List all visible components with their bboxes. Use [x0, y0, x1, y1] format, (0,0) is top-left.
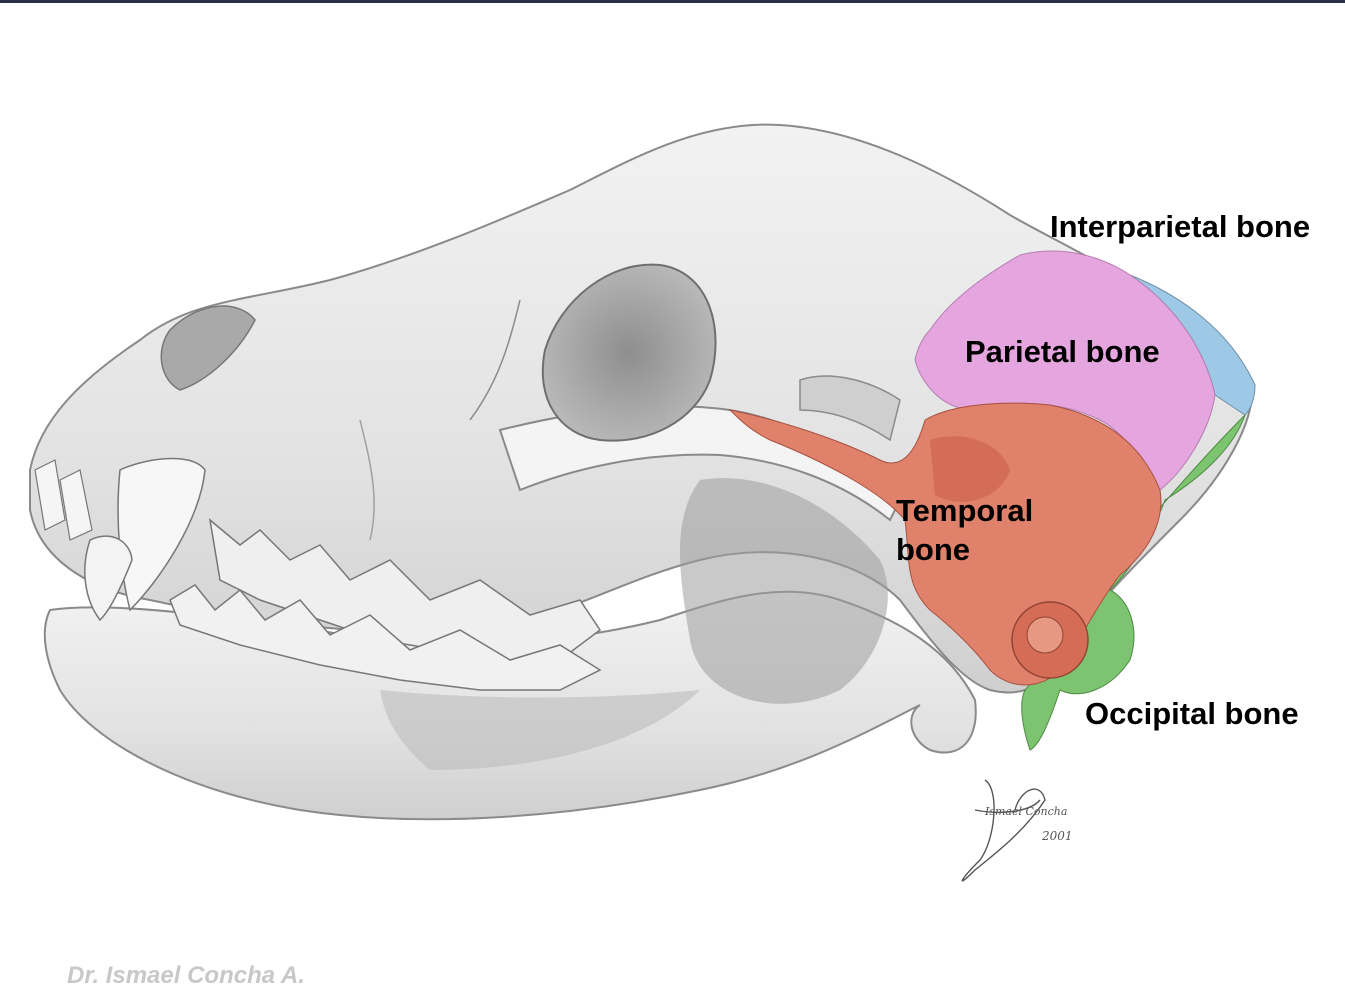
label-parietal-bone: Parietal bone [965, 334, 1160, 369]
signature-year: 2001 [1041, 829, 1073, 843]
orbit [541, 263, 717, 442]
lower-canine [84, 535, 133, 622]
label-occipital-bone: Occipital bone [1085, 696, 1299, 731]
author-credit: Dr. Ismael Concha A. [67, 962, 305, 989]
label-interparietal-bone: Interparietal bone [1050, 209, 1311, 244]
signature-name: Ismael Concha [984, 805, 1067, 818]
upper-teeth [208, 518, 602, 661]
top-rule [0, 0, 1345, 3]
label-temporal-bone-line1: Temporal [896, 493, 1034, 528]
lower-teeth [169, 584, 602, 691]
parietal-region [914, 250, 1216, 491]
label-temporal-bone-line2: bone [896, 532, 971, 567]
artist-signature: Ismael Concha 2001 [961, 779, 1073, 882]
